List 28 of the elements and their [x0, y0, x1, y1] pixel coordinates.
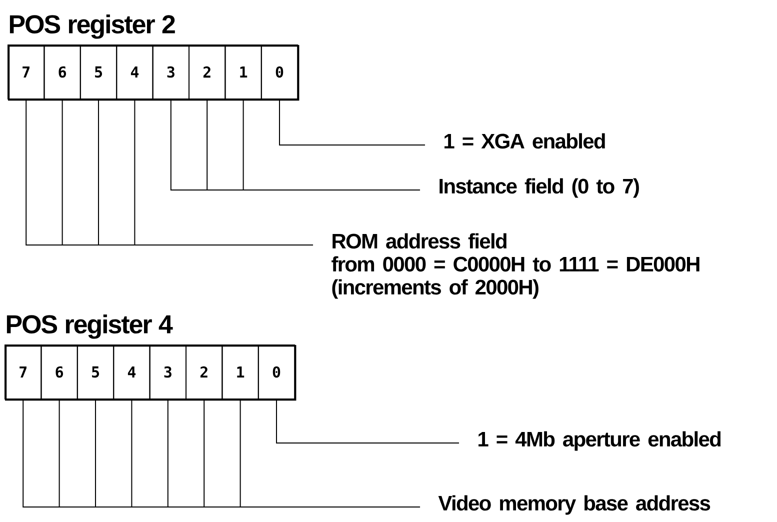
- bit-cell: 2: [188, 44, 226, 100]
- bit-cell: 7: [4, 344, 42, 400]
- leader-line: [276, 399, 460, 444]
- bit-cell: 1: [224, 44, 262, 100]
- bit-cell: 0: [260, 44, 298, 100]
- leader-line: [242, 99, 420, 190]
- bit-cell: 1: [222, 344, 259, 400]
- bit-cell: 6: [44, 44, 81, 100]
- bit-cell: 6: [40, 344, 78, 400]
- bit-cell: 2: [186, 344, 223, 400]
- bit-cell: 5: [76, 344, 114, 400]
- bit-cell: 0: [258, 344, 296, 400]
- bit-cell: 5: [80, 44, 118, 100]
- leader-line: [240, 399, 420, 508]
- bit-cell: 4: [116, 44, 154, 100]
- field-description: ROM address field from 0000 = C0000H to 1111 = DE000H (increments of 2000H): [332, 233, 700, 299]
- bit-cell: 3: [149, 344, 186, 400]
- leader-line: [279, 99, 426, 146]
- bit-cell: 7: [8, 44, 45, 100]
- register-title: POS register 4: [6, 314, 173, 339]
- register-title: POS register 2: [10, 14, 175, 39]
- field-label: Instance field (0 to 7): [440, 178, 639, 198]
- bit-cell: 3: [152, 44, 190, 100]
- field-label: 1 = 4Mb aperture enabled: [478, 431, 721, 451]
- field-label: Video memory base address: [438, 495, 710, 515]
- leader-line: [134, 99, 314, 246]
- field-label: 1 = XGA enabled: [444, 133, 605, 149]
- bit-cell: 4: [113, 344, 150, 400]
